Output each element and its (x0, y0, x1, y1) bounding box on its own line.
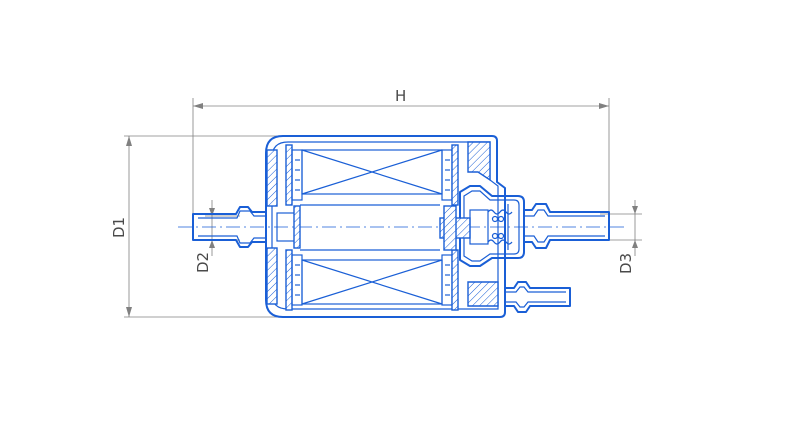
dimension-d1 (124, 135, 292, 318)
dimension-label-d3: D3 (617, 253, 635, 274)
filter-housing (265, 135, 506, 318)
inlet-nipple (192, 205, 301, 249)
center-tube (300, 204, 440, 251)
pressure-regulator-valve (439, 185, 525, 267)
filter-element-upper (285, 144, 459, 206)
dimension-d3 (600, 200, 642, 256)
dimension-label-d2: D2 (194, 252, 212, 273)
dimension-d2 (205, 200, 240, 256)
filter-element-lower (285, 249, 459, 311)
dimension-h (192, 98, 610, 228)
dimension-label-d1: D1 (110, 217, 128, 238)
outlet-nipple (524, 203, 610, 249)
dimension-label-h: H (395, 87, 406, 105)
return-nipple (505, 281, 571, 313)
